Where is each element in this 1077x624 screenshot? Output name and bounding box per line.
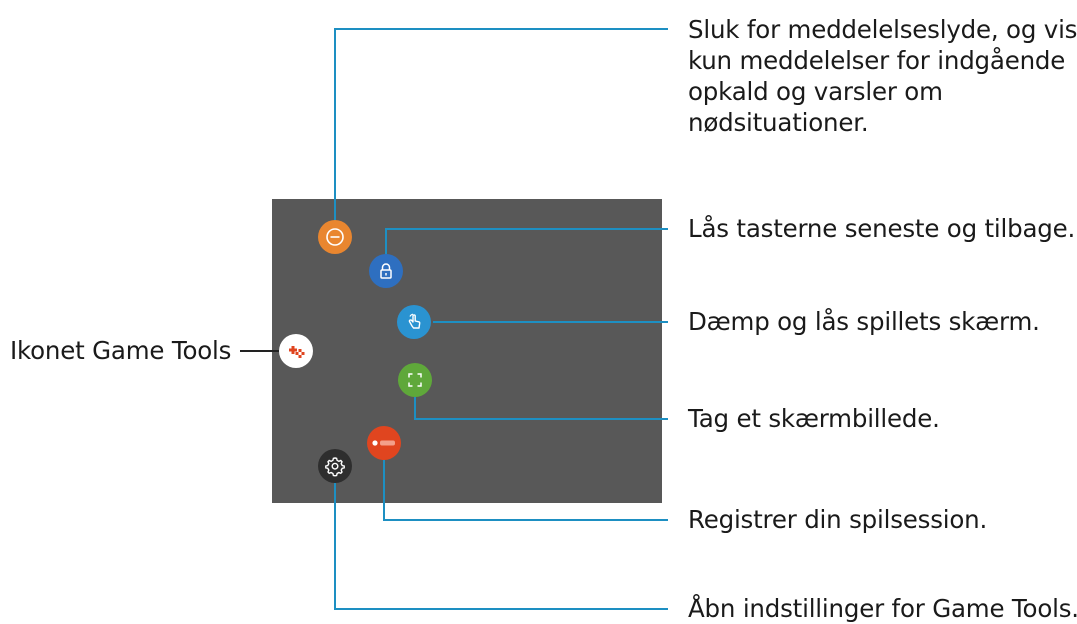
callout-line: Lås tasterne seneste og tilbage.: [688, 214, 1076, 243]
callout-line: nødsituationer.: [688, 108, 869, 137]
game-tools-button[interactable]: [279, 334, 313, 368]
callout-line: Tag et skærmbillede.: [688, 404, 940, 433]
no-alerts-button[interactable]: [318, 220, 352, 254]
lock-icon: [380, 263, 392, 279]
lock-keys-callout: Lås tasterne seneste og tilbage.: [688, 213, 1075, 244]
screenshot-callout: Tag et skærmbillede.: [688, 403, 940, 434]
gear-icon: [325, 457, 345, 477]
lock-keys-button[interactable]: [369, 254, 403, 288]
game-tools-icon: [289, 346, 305, 358]
callout-line: opkald og varsler om: [688, 77, 943, 106]
callout-line: Åbn indstillinger for Game Tools.: [688, 594, 1077, 623]
callout-line: Sluk for meddelelseslyde, og vis: [688, 15, 1077, 44]
callout-line: Dæmp og lås spillets skærm.: [688, 307, 1040, 336]
leader-line-lock-keys: [385, 228, 668, 254]
callout-line: Registrer din spilsession.: [688, 505, 988, 534]
callout-line: kun meddelelser for indgående: [688, 46, 1066, 75]
touch-icon: [408, 313, 421, 329]
leader-line-screenshot: [414, 397, 668, 420]
screenshot-button[interactable]: [398, 363, 432, 397]
record-callout: Registrer din spilsession.: [688, 504, 987, 535]
touch-lock-callout: Dæmp og lås spillets skærm.: [688, 306, 1040, 337]
minus-circle-icon: [326, 228, 344, 246]
leader-line-settings: [334, 483, 668, 610]
record-icon: [372, 440, 395, 446]
screenshot-frame-icon: [408, 373, 422, 387]
record-button[interactable]: [367, 426, 401, 460]
no-alerts-callout: Sluk for meddelelseslyde, og vis kun med…: [688, 14, 1077, 138]
leader-line-no-alerts: [334, 28, 668, 237]
leader-line-record: [383, 460, 668, 521]
game-tools-icon-label: Ikonet Game Tools: [10, 336, 232, 365]
touch-lock-button[interactable]: [397, 305, 431, 339]
settings-callout: Åbn indstillinger for Game Tools.: [688, 593, 1077, 624]
settings-button[interactable]: [318, 449, 352, 483]
